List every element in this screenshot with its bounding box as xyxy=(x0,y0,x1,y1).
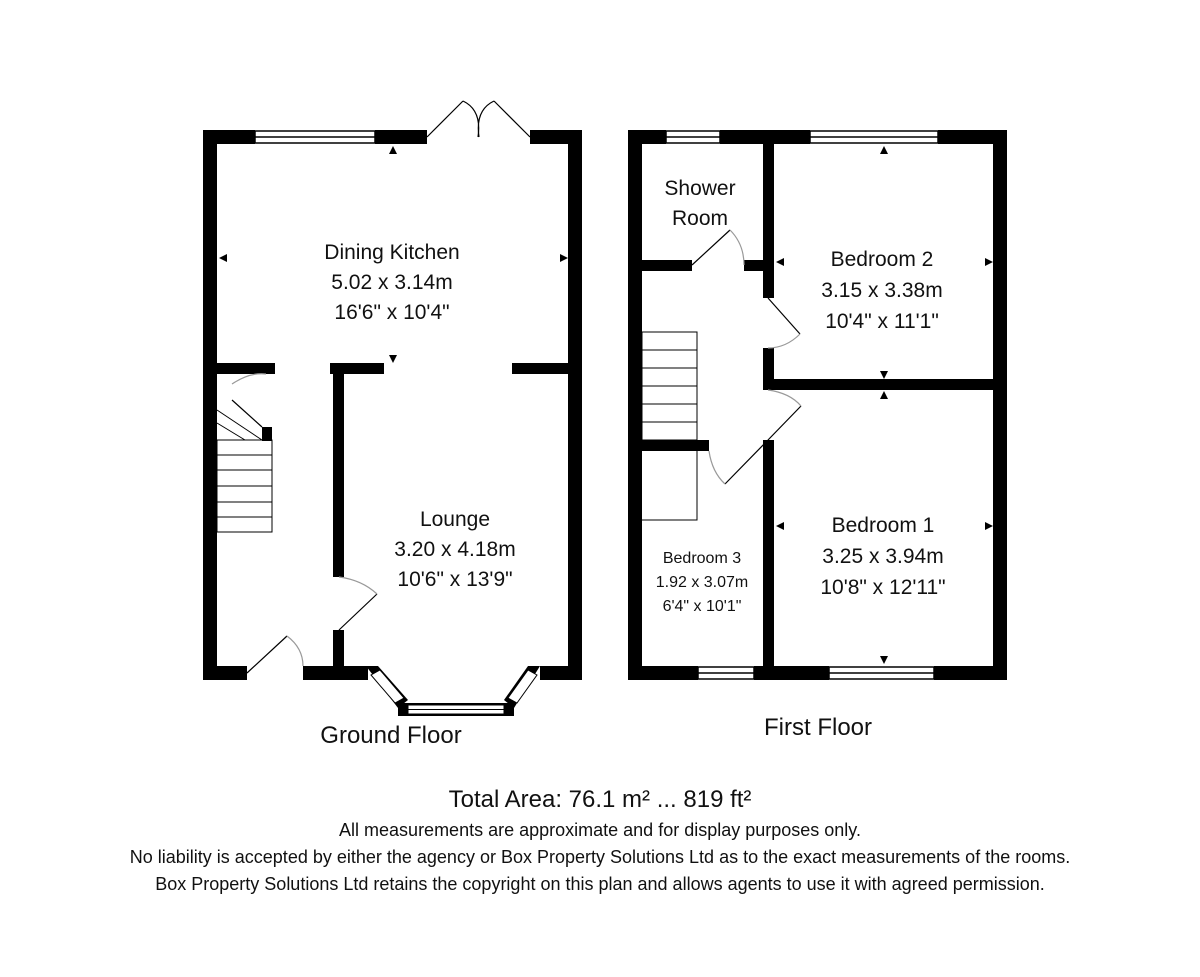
first-floor-title: First Floor xyxy=(764,714,872,741)
disclaimer-approximate: All measurements are approximate and for… xyxy=(339,820,861,840)
first-floor-windows xyxy=(665,130,939,680)
lounge-imperial: 10'6" x 13'9" xyxy=(397,568,512,591)
room-labels: Dining Kitchen 5.02 x 3.14m 16'6" x 10'4… xyxy=(320,177,945,749)
shower-room-name-line2: Room xyxy=(672,207,728,230)
ground-floor-plan xyxy=(203,100,582,716)
disclaimer-liability: No liability is accepted by either the a… xyxy=(129,847,1071,867)
bedroom-3-imperial: 6'4" x 10'1" xyxy=(663,598,742,615)
bay-window xyxy=(366,666,540,716)
ground-arrows xyxy=(219,146,568,363)
shower-room-name-line1: Shower xyxy=(664,177,735,200)
ground-floor-title: Ground Floor xyxy=(320,722,461,749)
first-floor-doors xyxy=(691,229,802,485)
ground-floor-walls xyxy=(203,130,582,680)
kitchen-window xyxy=(254,130,376,144)
disclaimer-copyright: Box Property Solutions Ltd retains the c… xyxy=(155,874,1045,894)
bedroom-2-name: Bedroom 2 xyxy=(831,248,934,271)
bedroom-1-imperial: 10'8" x 12'11" xyxy=(820,576,945,599)
ground-stairs xyxy=(216,409,273,533)
total-area: Total Area: 76.1 m² ... 819 ft² xyxy=(448,786,752,813)
dining-kitchen-imperial: 16'6" x 10'4" xyxy=(334,301,449,324)
first-floor-walls xyxy=(628,130,1007,680)
dining-kitchen-name: Dining Kitchen xyxy=(324,241,459,264)
lounge-name: Lounge xyxy=(420,508,490,531)
ground-doors xyxy=(231,373,378,674)
first-floor-plan xyxy=(628,130,1007,680)
french-doors xyxy=(426,100,531,138)
first-floor-arrows xyxy=(776,146,993,664)
bedroom-1-metric: 3.25 x 3.94m xyxy=(822,545,943,568)
dining-kitchen-metric: 5.02 x 3.14m xyxy=(331,271,452,294)
bedroom-1-name: Bedroom 1 xyxy=(832,514,935,537)
first-stairs xyxy=(641,331,698,521)
bedroom-2-imperial: 10'4" x 11'1" xyxy=(825,310,939,333)
bedroom-2-metric: 3.15 x 3.38m xyxy=(821,279,942,302)
bedroom-3-metric: 1.92 x 3.07m xyxy=(656,574,749,591)
bedroom-3-name: Bedroom 3 xyxy=(663,550,741,567)
lounge-metric: 3.20 x 4.18m xyxy=(394,538,515,561)
floor-plan: Dining Kitchen 5.02 x 3.14m 16'6" x 10'4… xyxy=(203,100,1007,749)
